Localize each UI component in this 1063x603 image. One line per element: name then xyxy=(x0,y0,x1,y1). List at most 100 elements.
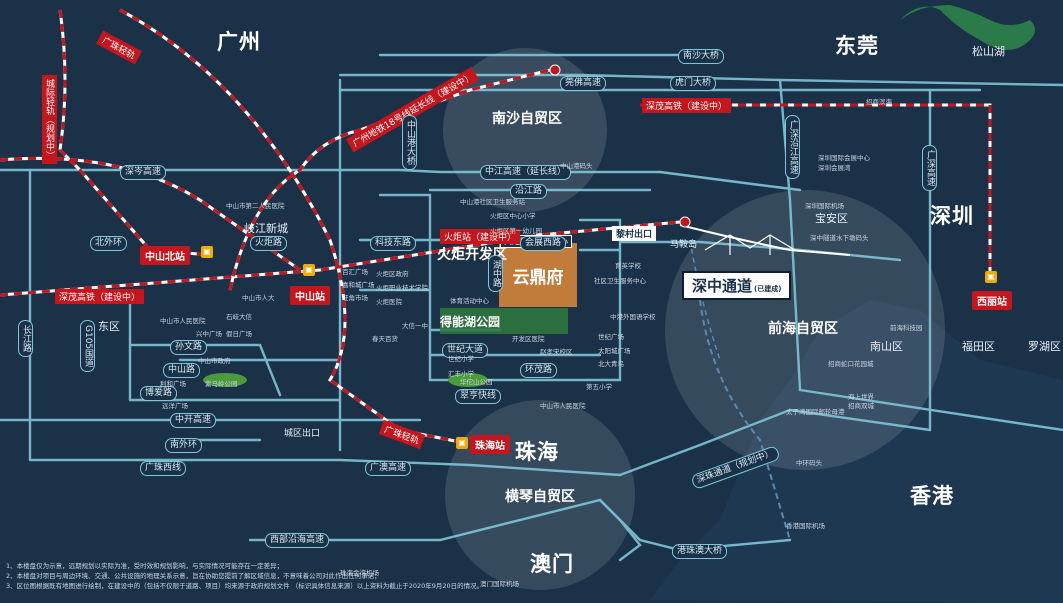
poi-label: 嘉和城广场 xyxy=(342,281,375,289)
road-guangzhu-w: 广珠西线 xyxy=(140,461,187,476)
tunnel-sub: (已建成) xyxy=(754,285,782,293)
metro-icon: ▣ xyxy=(456,437,468,449)
city-dongguan: 东莞 xyxy=(835,34,879,58)
district-madang: 马鞍岛 xyxy=(670,240,698,250)
poi-label: 兴中广场 xyxy=(196,330,222,338)
zone-hengqin: 横琴自贸区 xyxy=(505,489,575,505)
road-guangshen-yj: 广深沿江高速 xyxy=(785,115,800,179)
poi-label: 中山市人大 xyxy=(242,294,275,302)
district-baoan: 宝安区 xyxy=(815,212,848,225)
poi-label: 假日广场 xyxy=(226,330,252,338)
poi-label: 招商蛇口花园城 xyxy=(828,360,874,368)
road-guangshen: 广深高速 xyxy=(922,145,937,191)
poi-label: 中山港社区卫生服务站 xyxy=(460,198,525,206)
poi-label: 百汇广场 xyxy=(342,268,368,276)
poi-label: 深中隧道水下墩码头 xyxy=(810,234,869,242)
poi-label: 开发区医院 xyxy=(512,335,545,343)
tunnel-label: 深中通道(已建成) xyxy=(682,271,792,300)
project-name: 云鼎府 xyxy=(512,267,564,288)
road-g105: G105国道 xyxy=(80,320,95,373)
project-marker[interactable]: 云鼎府 xyxy=(499,243,577,307)
city-shenzhen: 深圳 xyxy=(930,204,974,228)
poi-label: 大信一中 xyxy=(402,322,428,330)
bridge-icon xyxy=(704,234,796,255)
poi-label: 火炬区第一幼儿园 xyxy=(490,227,542,235)
road-huoju: 火炬路 xyxy=(250,236,288,251)
poi-label: 招商双城 xyxy=(848,402,874,410)
poi-label: 火炬区中心小学 xyxy=(490,212,536,220)
poi-label: 利和广场 xyxy=(160,380,186,388)
road-hehui: 会展西路 xyxy=(520,236,567,251)
poi-label: 北大青鸟 xyxy=(598,360,624,368)
poi-label: 社区卫生服务中心 xyxy=(594,277,646,285)
road-kejidong: 科技东路 xyxy=(370,236,417,251)
poi-label: 太阳城广场 xyxy=(598,347,631,355)
poi-label: 深圳会展湾 xyxy=(818,164,851,172)
poi-label: 第五小学 xyxy=(586,383,612,391)
poi-label: 赵孝宋校区 xyxy=(540,348,573,356)
city-guangzhou: 广州 xyxy=(217,30,261,54)
poi-label: 中山港码头 xyxy=(560,162,593,170)
station-zs[interactable]: 中山站 xyxy=(290,286,330,305)
poi-label: 深圳国际会展中心 xyxy=(818,154,870,162)
station-zsbei[interactable]: 中山北站 xyxy=(140,246,190,265)
poi-label: 汇丰小学 xyxy=(448,370,474,378)
station-zhuhai[interactable]: 珠海站 xyxy=(470,435,510,454)
road-sunwen: 孙文路 xyxy=(170,340,208,355)
poi-label: 旺角市场 xyxy=(342,294,368,302)
road-yanjiang: 沿江路 xyxy=(510,184,548,199)
road-boai: 博爱路 xyxy=(140,386,178,401)
road-humen-bridge: 虎门大桥 xyxy=(670,76,717,91)
metro-icon: ▣ xyxy=(303,264,315,276)
poi-label: 中港外国语学校 xyxy=(610,313,656,321)
road-cuiheng: 翠亨快线 xyxy=(455,389,502,404)
footnote: 3、区位图根据既有地图进行绘制，在建设中的（包括不仅限于道路、项目）均来源于政府… xyxy=(6,582,484,590)
poi-label: 华佗山公园 xyxy=(460,378,493,386)
zone-deneng: 得能湖公园 xyxy=(440,315,501,329)
poi-label: 春天百货 xyxy=(372,335,398,343)
road-beiwai: 北外环 xyxy=(90,236,128,251)
rail-label-shenmao-w: 深茂高铁（建设中） xyxy=(55,289,145,304)
zone-nansha: 南沙自贸区 xyxy=(492,111,562,127)
metro-icon: ▣ xyxy=(201,246,213,258)
footnote: 1、本楼盘仅为示意，远期规划以实际为准，受时效和规划影响，与实际情况可能存在一定… xyxy=(6,562,284,570)
licun-exit-label: 黎村出口 xyxy=(612,226,657,241)
poi-label: 火炬区政府 xyxy=(376,270,409,278)
road-shiji: 世纪大道 xyxy=(442,343,489,358)
poi-label: 石岐大信 xyxy=(226,313,252,321)
poi-label: 珠海金湾机场 xyxy=(340,569,379,577)
road-zhongshan: 中山路 xyxy=(163,363,201,378)
poi-label: 火炬医院 xyxy=(376,298,402,306)
poi-label: 招商滨海 xyxy=(866,98,892,106)
city-hongkong: 香港 xyxy=(910,484,954,508)
station-huoju[interactable]: 火炬站（建设中） xyxy=(440,229,521,244)
poi-label: 前海科技园 xyxy=(890,324,923,332)
poi-label: 海上世界 xyxy=(848,393,874,401)
poi-label: 中山市第二人民医院 xyxy=(226,202,285,210)
district-futian: 福田区 xyxy=(962,340,995,353)
poi-label: 世纪广场 xyxy=(598,333,624,341)
road-huanmao: 环茂路 xyxy=(520,363,558,378)
footnote: 2、本楼盘对项目与周边环境、交通、公共设施的地理关系示意，旨在协助您提前了解区域… xyxy=(6,572,381,580)
poi-label: 中山市政府 xyxy=(198,357,231,365)
rail-label-shenmao-e: 深茂高铁（建设中） xyxy=(642,98,732,113)
road-jiangnan: 湖中路 xyxy=(488,255,503,292)
poi-label: 远洋广场 xyxy=(162,402,188,410)
rail-label-intercity: 城际轻轨（规划中） xyxy=(42,75,57,164)
poi-label: 体育活动中心 xyxy=(450,297,489,305)
road-xibu: 西部沿海高速 xyxy=(265,533,330,548)
poi-label: 太子湾国际邮轮母港 xyxy=(786,408,845,416)
district-luohu: 罗湖区 xyxy=(1028,340,1061,353)
tunnel-name: 深中通道 xyxy=(692,277,753,295)
poi-label: 深圳国际机场 xyxy=(805,202,844,210)
station-xili[interactable]: 西丽站 xyxy=(972,291,1012,310)
road-gangzhuao: 港珠澳大桥 xyxy=(672,544,728,559)
road-guangao: 广澳高速 xyxy=(365,461,412,476)
poi-label: 火炬职业技术学院 xyxy=(376,284,428,292)
district-nanshan: 南山区 xyxy=(870,340,903,353)
district-chengqu-exit: 城区出口 xyxy=(284,429,321,439)
poi-label: 中环码头 xyxy=(796,459,822,467)
road-zhongshan-bridge: 中山港大桥 xyxy=(402,115,417,170)
road-zhongkai: 中开高速 xyxy=(170,413,217,428)
